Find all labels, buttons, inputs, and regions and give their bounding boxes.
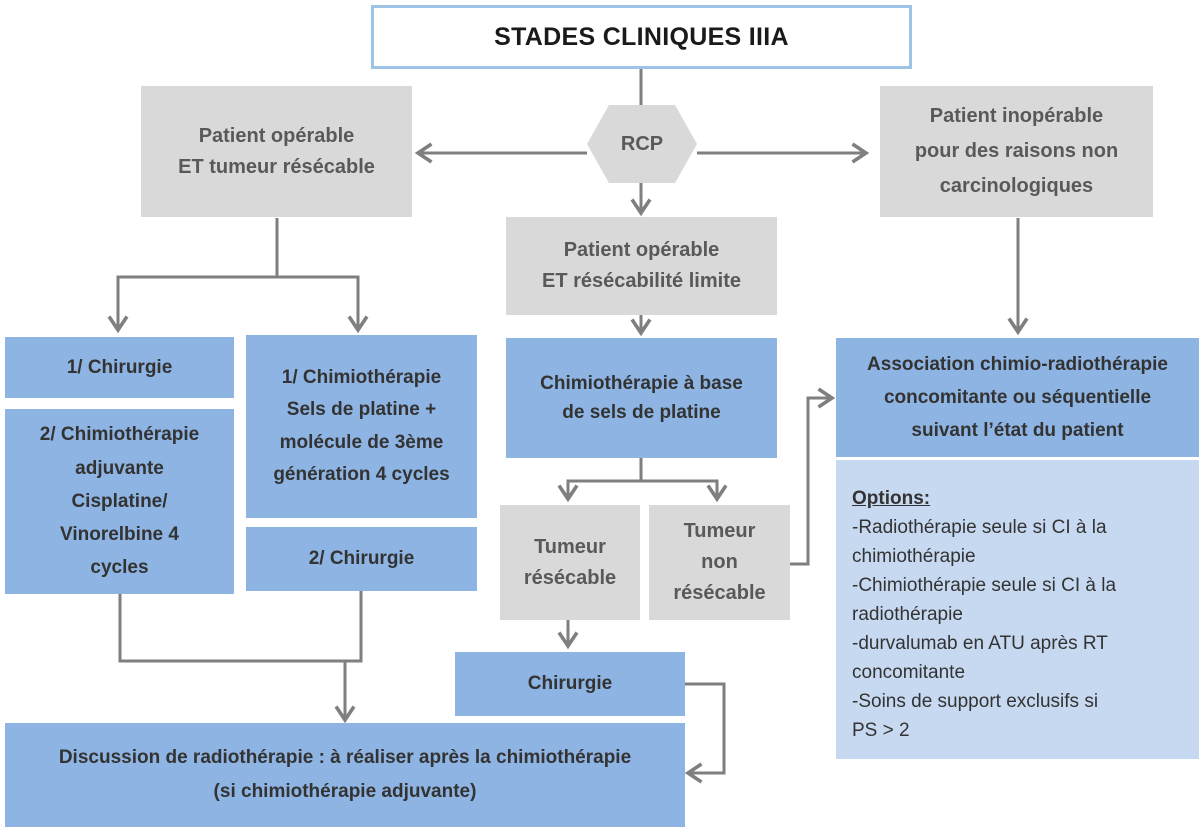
rcp-hexagon: RCP [587,105,697,183]
box-line: 2/ Chirurgie [308,548,415,570]
box-line: carcinologiques [939,175,1094,197]
arrow-left-split [107,218,279,334]
options-line: -Soins de support exclusifs si [852,691,1099,712]
box-association-chimio-radio: Association chimio-radiothérapie concomi… [836,338,1199,457]
box-tumeur-resecable: Tumeur résécable [500,505,640,620]
box-patient-operable-resecable: Patient opérable ET tumeur résécable [141,86,412,217]
options-line: PS > 2 [852,720,910,741]
page-title: STADES CLINIQUES IIIA [371,5,912,69]
box-line: de sels de platine [562,402,721,423]
arrow-non-resecable-to-association [790,387,836,566]
options-heading: Options: [852,488,931,509]
box-line: cycles [90,557,149,579]
box-patient-inoperable: Patient inopérable pour des raisons non … [880,86,1153,217]
options-line: -durvalumab en ATU après RT [852,633,1108,654]
box-line: Patient opérable [198,124,355,147]
box-line: adjuvante [75,457,164,479]
box-line: Tumeur [683,520,756,542]
box-line: génération 4 cycles [273,463,450,485]
box-line: Tumeur [534,535,606,558]
box-line: 1/ Chirurgie [66,356,173,378]
options-line: radiothérapie [852,604,963,625]
box-line: ET tumeur résécable [178,155,375,178]
box-line: Discussion de radiothérapie : à réaliser… [58,746,632,768]
box-line: (si chimiothérapie adjuvante) [213,781,477,802]
box-line: suivant l’état du patient [911,420,1124,442]
arrow-left-columns-to-bottom [118,591,363,663]
box-line: Patient inopérable [929,105,1104,127]
box-line: 2/ Chimiothérapie [39,424,200,446]
arrow-chemo-split [557,458,643,503]
options-panel: Options: -Radiothérapie seule si CI à la… [836,460,1199,759]
box-middle-chirurgie: Chirurgie [455,652,685,716]
box-left-chimio-neoadjuvante: 1/ Chimiothérapie Sels de platine + molé… [246,335,477,518]
box-line: non [701,551,738,573]
box-line: Patient opérable [563,239,720,261]
box-line: résécable [523,566,617,589]
box-line: Chirurgie [527,673,613,695]
box-chimio-sels-platine: Chimiothérapie à base de sels de platine [506,338,777,458]
arrow-chirurgie-to-bottom [684,682,726,784]
options-line: chimiothérapie [852,546,976,567]
box-line: Vinorelbine 4 [60,524,179,546]
box-line: Sels de platine + [286,399,437,421]
box-left-chimio-adjuvante: 2/ Chimiothérapie adjuvante Cisplatine/ … [5,409,234,594]
options-line: -Radiothérapie seule si CI à la [852,517,1107,538]
box-discussion-radiotherapie: Discussion de radiothérapie : à réaliser… [5,723,685,827]
box-line: Cisplatine/ [71,490,168,512]
rcp-label: RCP [620,132,664,155]
box-line: concomitante ou séquentielle [883,386,1152,408]
box-line: ET résécabilité limite [542,270,741,292]
box-left-chirurgie: 1/ Chirurgie [5,337,234,398]
box-tumeur-non-resecable: Tumeur non résécable [649,505,790,620]
box-left-chirurgie-2: 2/ Chirurgie [246,527,477,591]
box-line: 1/ Chimiothérapie [281,366,442,388]
options-line: concomitante [852,662,966,683]
box-line: Association chimio-radiothérapie [867,353,1168,375]
box-line: Chimiothérapie à base [540,372,743,394]
page-title-text: STADES CLINIQUES IIIA [494,22,789,51]
box-patient-operable-resecabilite-limite: Patient opérable ET résécabilité limite [506,217,777,315]
arrow-left-split-b [277,275,369,334]
box-line: molécule de 3ème [279,431,444,453]
box-line: résécable [673,582,766,604]
arrow-chemo-split-b [641,479,728,503]
options-line: -Chimiothérapie seule si CI à la [852,575,1117,596]
box-line: pour des raisons non [914,140,1119,162]
